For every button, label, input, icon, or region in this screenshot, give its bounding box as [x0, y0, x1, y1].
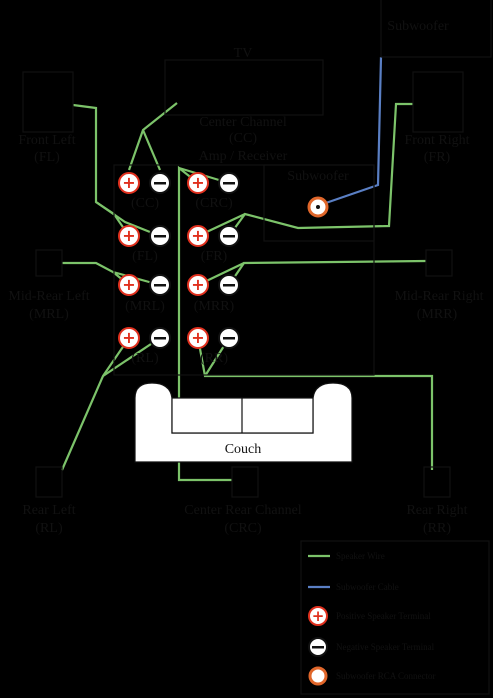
svg-text:+: + — [122, 173, 135, 192]
amp-receiver-box — [113, 164, 375, 376]
front-right-abbr: (FR) — [424, 150, 451, 165]
legend-positive-icon: + — [308, 606, 328, 626]
front-right-label: Front Right — [405, 133, 470, 148]
tv-box — [164, 59, 324, 116]
center-channel-label: Center Channel — [199, 115, 287, 130]
amp-subwoofer-section — [263, 164, 375, 242]
fr-negative-terminal — [218, 225, 240, 247]
rr-terminal-label: (RR) — [200, 351, 228, 366]
couch — [134, 382, 353, 463]
center-rear-label: Center Rear Channel — [184, 503, 302, 518]
tv-label: TV — [234, 46, 253, 61]
amp-label: Amp / Receiver — [199, 149, 288, 164]
crc-negative-terminal — [218, 172, 240, 194]
rear-right-speaker — [423, 466, 451, 498]
subwoofer-cable — [319, 56, 383, 207]
svg-text:+: + — [122, 226, 135, 245]
svg-text:+: + — [191, 173, 204, 192]
front-left-label: Front Left — [18, 133, 75, 148]
cc-positive-terminal: + — [118, 172, 140, 194]
svg-text:+: + — [122, 275, 135, 294]
rl-negative-terminal — [149, 327, 171, 349]
rear-right-label: Rear Right — [406, 503, 467, 518]
rear-left-abbr: (RL) — [35, 521, 63, 536]
amp-subwoofer-label: Subwoofer — [287, 169, 349, 184]
rr-positive-terminal: + — [187, 327, 209, 349]
svg-text:+: + — [122, 328, 135, 347]
svg-text:+: + — [191, 328, 204, 347]
fl-negative-terminal — [149, 225, 171, 247]
crc-terminal-label: (CRC) — [195, 196, 233, 211]
rl-terminal-label: (RL) — [131, 351, 159, 366]
rear-left-speaker — [35, 466, 63, 498]
fr-positive-terminal: + — [187, 225, 209, 247]
cc-terminal-label: (CC) — [131, 196, 159, 211]
legend-speaker-wire: Speaker Wire — [336, 551, 385, 561]
mrl-negative-terminal — [149, 274, 171, 296]
cc-negative-terminal — [149, 172, 171, 194]
front-left-abbr: (FL) — [34, 150, 60, 165]
subwoofer-label: Subwoofer — [387, 19, 449, 34]
center-channel-abbr: (CC) — [229, 131, 257, 146]
mrr-terminal-label: (MRR) — [194, 299, 235, 314]
couch-label: Couch — [225, 442, 262, 457]
mid-rear-left-speaker — [35, 249, 63, 277]
center-rear-abbr: (CRC) — [224, 521, 262, 536]
rear-left-label: Rear Left — [22, 503, 75, 518]
subwoofer-box — [380, 0, 492, 58]
fl-positive-terminal: + — [118, 225, 140, 247]
legend-rca-connector: Subwoofer RCA Connector — [336, 671, 436, 681]
fl-terminal-label: (FL) — [132, 249, 158, 264]
legend-rca-icon — [308, 666, 328, 686]
legend-subwoofer-cable: Subwoofer Cable — [336, 582, 399, 592]
center-rear-speaker — [231, 466, 259, 498]
rear-right-abbr: (RR) — [423, 521, 451, 536]
rr-negative-terminal — [218, 327, 240, 349]
legend-positive-terminal: Positive Speaker Terminal — [336, 611, 431, 621]
front-left-speaker — [22, 71, 74, 133]
mid-rear-left-label: Mid-Rear Left — [8, 289, 89, 304]
mid-rear-right-speaker — [425, 249, 453, 277]
mrl-terminal-label: (MRL) — [125, 299, 165, 314]
rl-positive-terminal: + — [118, 327, 140, 349]
mrl-positive-terminal: + — [118, 274, 140, 296]
svg-text:+: + — [191, 226, 204, 245]
mrr-negative-terminal — [218, 274, 240, 296]
svg-text:+: + — [312, 607, 325, 625]
legend-negative-icon — [308, 637, 328, 657]
mid-rear-right-label: Mid-Rear Right — [394, 289, 483, 304]
mrr-positive-terminal: + — [187, 274, 209, 296]
terminals: + + + + + + + + — [118, 172, 240, 349]
legend-negative-terminal: Negative Speaker Terminal — [336, 642, 435, 652]
mid-rear-right-abbr: (MRR) — [417, 307, 458, 322]
legend: Speaker Wire Subwoofer Cable + Positive … — [300, 540, 490, 695]
crc-positive-terminal: + — [187, 172, 209, 194]
fr-terminal-label: (FR) — [201, 249, 228, 264]
mid-rear-left-abbr: (MRL) — [29, 307, 69, 322]
front-right-speaker — [412, 71, 464, 133]
svg-text:+: + — [191, 275, 204, 294]
